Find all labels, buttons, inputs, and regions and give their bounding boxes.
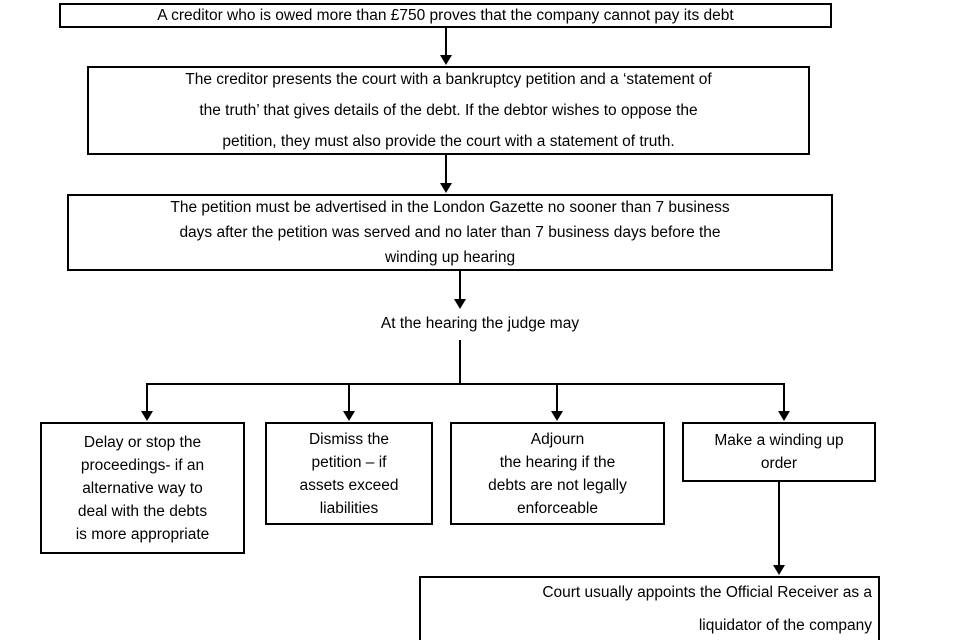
arrowhead-to-delay-stop [141,411,153,421]
node-delay-stop: Delay or stop the proceedings- if an alt… [40,422,245,554]
node-adjourn-hearing: Adjourn the hearing if the debts are not… [450,422,665,525]
arrowhead-to-winding-up-order [778,411,790,421]
node-dismiss-petition-label: Dismiss the petition – if assets exceed … [299,430,399,517]
connector-winding-up-order-to-official-receiver [778,482,780,566]
connector-branch-to-dismiss-petition [348,383,350,412]
node-advertise-gazette: The petition must be advertised in the L… [67,194,833,271]
connector-branch-to-delay-stop [146,383,148,412]
node-hearing-judge-label: At the hearing the judge may [380,315,580,332]
node-official-receiver: Court usually appoints the Official Rece… [419,576,880,640]
node-winding-up-order-label: Make a winding up order [714,432,844,472]
arrowhead-to-advertise-gazette [440,183,452,193]
arrowhead-to-hearing-judge [454,299,466,309]
arrowhead-to-petition-statement [440,55,452,65]
node-petition-statement-label: The creditor presents the court with a b… [185,71,712,150]
node-delay-stop-label: Delay or stop the proceedings- if an alt… [75,433,210,543]
connector-petition-statement-to-advertise-gazette [445,155,447,184]
node-official-receiver-label: Court usually appoints the Official Rece… [542,584,872,634]
connector-branch-to-winding-up-order [783,383,785,412]
node-dismiss-petition: Dismiss the petition – if assets exceed … [265,422,433,525]
branch-bus-horizontal [146,383,785,385]
arrowhead-to-official-receiver [773,565,785,575]
arrowhead-to-adjourn-hearing [551,411,563,421]
node-advertise-gazette-label: The petition must be advertised in the L… [170,199,730,266]
connector-advertise-gazette-to-hearing-judge [459,271,461,300]
node-adjourn-hearing-label: Adjourn the hearing if the debts are not… [488,430,627,517]
connector-hearing-judge-to-branch-bus [459,340,461,384]
connector-creditor-proof-to-petition-statement [445,28,447,56]
connector-branch-to-adjourn-hearing [556,383,558,412]
node-creditor-proof: A creditor who is owed more than £750 pr… [59,3,832,28]
arrowhead-to-dismiss-petition [343,411,355,421]
node-winding-up-order: Make a winding up order [682,422,876,482]
node-hearing-judge: At the hearing the judge may [330,310,630,338]
node-petition-statement: The creditor presents the court with a b… [87,66,810,155]
node-creditor-proof-label: A creditor who is owed more than £750 pr… [157,7,734,24]
